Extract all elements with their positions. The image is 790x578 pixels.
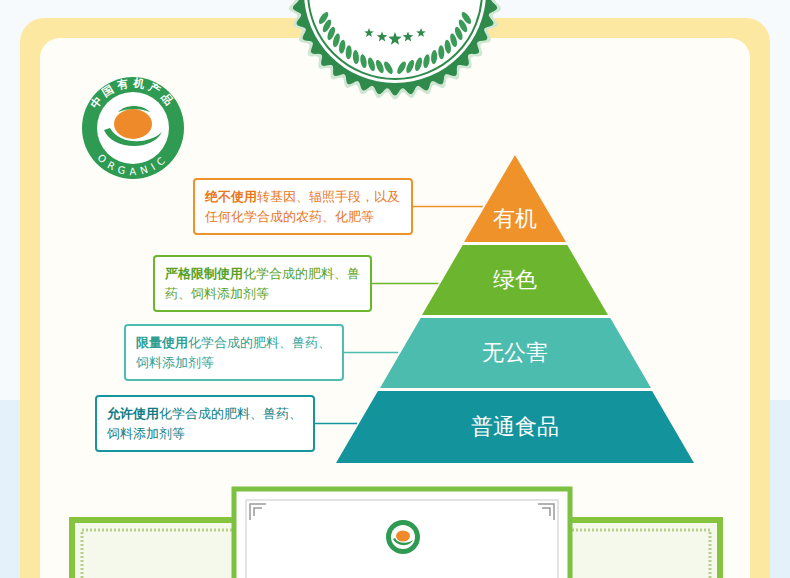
leader-line bbox=[372, 283, 438, 285]
callout-box: 允许使用化学合成的肥料、兽药、饲料添加剂等 bbox=[95, 395, 315, 452]
certificate-border bbox=[560, 530, 710, 578]
cert-logo-ring bbox=[386, 520, 420, 554]
band-label: 无公害 bbox=[482, 338, 548, 368]
certificate-border bbox=[82, 530, 238, 578]
logo-swoosh bbox=[104, 128, 162, 146]
pyramid-band: 普通食品 bbox=[336, 391, 694, 463]
band-fill bbox=[464, 155, 566, 242]
organic-logo: 中国有机产品 ORGANIC bbox=[82, 76, 184, 179]
laurel-leaf bbox=[367, 57, 377, 72]
seal-star bbox=[403, 32, 413, 42]
logo-ring bbox=[82, 77, 184, 179]
leader-line bbox=[344, 352, 398, 354]
band-fill bbox=[422, 245, 608, 315]
callout-box: 绝不使用转基因、辐照手段，以及任何化学合成的农药、化肥等 bbox=[193, 178, 413, 235]
logo-orange bbox=[114, 109, 152, 139]
callout-box: 限量使用化学合成的肥料、兽药、饲料添加剂等 bbox=[124, 324, 344, 381]
laurel-leaf bbox=[405, 59, 416, 74]
laurel-leaf bbox=[431, 50, 438, 64]
seal-star bbox=[377, 32, 387, 42]
band-label: 普通食品 bbox=[471, 412, 559, 442]
laurel-leaf bbox=[396, 60, 408, 75]
laurel-leaf bbox=[338, 39, 346, 54]
laurel-leaf bbox=[374, 59, 385, 74]
certificate-left bbox=[72, 520, 248, 578]
callout-emphasis: 允许使用 bbox=[107, 406, 159, 421]
laurel-leaf bbox=[422, 54, 430, 69]
laurel-leaf bbox=[444, 39, 452, 54]
band-label: 有机 bbox=[493, 204, 537, 234]
callout-emphasis: 严格限制使用 bbox=[165, 266, 243, 281]
logo-swoosh-top bbox=[118, 106, 150, 112]
cert-logo-inner bbox=[391, 525, 415, 549]
seal-star bbox=[364, 28, 374, 37]
logo-text: ORGANIC bbox=[95, 152, 170, 177]
laurel-leaf bbox=[382, 60, 394, 75]
laurel-leaf bbox=[438, 45, 445, 59]
seal-scallop bbox=[292, 0, 499, 96]
seal-star bbox=[388, 32, 401, 45]
cert-logo-swoosh bbox=[393, 538, 413, 545]
laurel-leaf bbox=[359, 54, 367, 69]
laurel-leaf bbox=[414, 57, 424, 72]
award-seal bbox=[288, 0, 503, 100]
band-label: 绿色 bbox=[493, 265, 537, 295]
callout-emphasis: 限量使用 bbox=[136, 335, 188, 350]
certificate-inner bbox=[246, 500, 558, 578]
certificate-center bbox=[234, 489, 570, 578]
band-fill bbox=[336, 391, 694, 463]
logo-text: 中国有机产品 bbox=[88, 76, 178, 111]
logo-text: 中国有机产品 bbox=[88, 76, 178, 111]
callout-box: 严格限制使用化学合成的肥料、兽药、饲料添加剂等 bbox=[153, 255, 372, 312]
seal-line bbox=[308, 0, 482, 79]
seal-scallop bbox=[288, 0, 503, 100]
seal-star bbox=[416, 28, 426, 37]
seal-inner bbox=[304, 0, 486, 83]
pyramid-band: 无公害 bbox=[380, 318, 651, 388]
callout-emphasis: 绝不使用 bbox=[205, 189, 257, 204]
cert-logo-orange bbox=[396, 531, 410, 542]
laurel-leaf bbox=[345, 45, 352, 59]
inner-panel bbox=[40, 38, 750, 578]
pyramid-band: 有机 bbox=[464, 155, 566, 242]
band-fill bbox=[380, 318, 651, 388]
certificate-corner bbox=[250, 504, 554, 520]
leader-line bbox=[413, 206, 483, 208]
certificates bbox=[72, 489, 720, 578]
logo-inner bbox=[97, 92, 169, 164]
pyramid-band: 绿色 bbox=[422, 245, 608, 315]
certificate-right bbox=[550, 520, 720, 578]
laurel-leaf bbox=[352, 50, 359, 64]
logo-text: ORGANIC bbox=[95, 152, 170, 177]
leader-line bbox=[315, 423, 357, 425]
